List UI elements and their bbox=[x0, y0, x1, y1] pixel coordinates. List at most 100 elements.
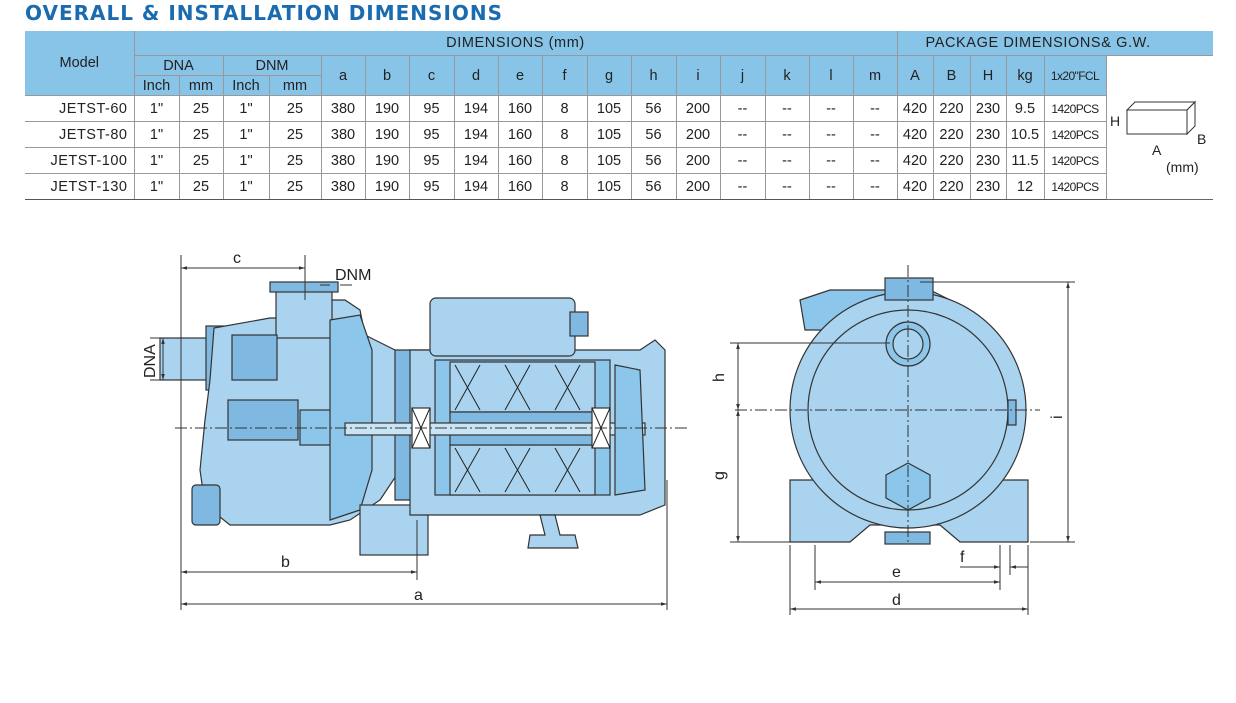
dim-label-e: e bbox=[892, 564, 901, 581]
package-box-diagram: H B A (mm) bbox=[1106, 55, 1213, 200]
pkg-cell: 1420PCS bbox=[1044, 95, 1107, 122]
dna-inch-cell: 1" bbox=[134, 121, 180, 148]
table-row: JETST-60 1" 25 1" 25 380 190 95 194 160 … bbox=[25, 95, 1213, 122]
dnm-mm-cell: 25 bbox=[269, 95, 322, 122]
dim-cell: 190 bbox=[365, 95, 410, 122]
dna-inch-cell: 1" bbox=[134, 147, 180, 174]
dim-cell: -- bbox=[720, 173, 766, 200]
dim-label-f: f bbox=[960, 549, 965, 566]
dim-cell: 160 bbox=[498, 147, 543, 174]
dna-mm-header: mm bbox=[179, 75, 224, 96]
col-e: e bbox=[498, 55, 543, 96]
dim-label-i: i bbox=[1049, 415, 1066, 419]
dim-cell: 56 bbox=[631, 121, 677, 148]
dim-label-dna: DNA bbox=[142, 344, 159, 378]
dnm-header: DNM bbox=[223, 55, 322, 76]
pkg-cell: 1420PCS bbox=[1044, 121, 1107, 148]
table-row: JETST-100 1" 25 1" 25 380 190 95 194 160… bbox=[25, 147, 1213, 174]
pkg-cell: 420 bbox=[897, 95, 934, 122]
dim-cell: 160 bbox=[498, 95, 543, 122]
dim-cell: 200 bbox=[676, 121, 721, 148]
drain-plug bbox=[191, 484, 221, 526]
dim-cell: 56 bbox=[631, 147, 677, 174]
dim-cell: 8 bbox=[542, 173, 588, 200]
dim-cell: -- bbox=[853, 95, 898, 122]
pump-front-view bbox=[789, 277, 1029, 545]
pkg-cell: 11.5 bbox=[1006, 147, 1045, 174]
dim-cell: 194 bbox=[454, 121, 499, 148]
dim-cell: -- bbox=[809, 147, 854, 174]
dna-mm-cell: 25 bbox=[179, 147, 224, 174]
dimensions-header: DIMENSIONS (mm) bbox=[134, 31, 898, 56]
pump-side-view bbox=[159, 281, 666, 556]
dnm-mm-header: mm bbox=[269, 75, 322, 96]
pkg-cell: 1420PCS bbox=[1044, 173, 1107, 200]
col-a: a bbox=[321, 55, 366, 96]
dim-label-dnm: DNM bbox=[335, 267, 371, 284]
box-label-b: B bbox=[1197, 131, 1206, 147]
dnm-inch-cell: 1" bbox=[223, 121, 270, 148]
dnm-mm-cell: 25 bbox=[269, 121, 322, 148]
col-c: c bbox=[409, 55, 455, 96]
model-cell: JETST-100 bbox=[25, 147, 135, 174]
pkg-cell: 230 bbox=[970, 95, 1007, 122]
dim-cell: -- bbox=[853, 173, 898, 200]
dim-cell: 200 bbox=[676, 147, 721, 174]
dna-mm-cell: 25 bbox=[179, 95, 224, 122]
dim-cell: 200 bbox=[676, 95, 721, 122]
dim-cell: -- bbox=[720, 95, 766, 122]
dnm-inch-cell: 1" bbox=[223, 147, 270, 174]
dim-cell: -- bbox=[809, 95, 854, 122]
dnm-mm-cell: 25 bbox=[269, 173, 322, 200]
pkg-cell: 230 bbox=[970, 173, 1007, 200]
dim-label-b: b bbox=[281, 554, 290, 571]
dim-cell: 194 bbox=[454, 173, 499, 200]
dim-cell: 105 bbox=[587, 147, 632, 174]
col-j: j bbox=[720, 55, 766, 96]
dim-cell: 200 bbox=[676, 173, 721, 200]
dim-cell: 194 bbox=[454, 95, 499, 122]
col-g: g bbox=[587, 55, 632, 96]
col-m: m bbox=[853, 55, 898, 96]
model-cell: JETST-60 bbox=[25, 95, 135, 122]
package-box-icon bbox=[1125, 100, 1196, 135]
dim-label-h: h bbox=[711, 373, 728, 382]
dim-cell: -- bbox=[765, 121, 810, 148]
col-pkg-fcl: 1x20"FCL bbox=[1044, 55, 1107, 96]
col-d: d bbox=[454, 55, 499, 96]
col-i: i bbox=[676, 55, 721, 96]
side-view-dimensions bbox=[150, 255, 690, 610]
pkg-cell: 10.5 bbox=[1006, 121, 1045, 148]
dim-cell: 190 bbox=[365, 173, 410, 200]
col-b: b bbox=[365, 55, 410, 96]
dna-inch-cell: 1" bbox=[134, 95, 180, 122]
dim-cell: 56 bbox=[631, 95, 677, 122]
dim-cell: 8 bbox=[542, 147, 588, 174]
table-row: JETST-80 1" 25 1" 25 380 190 95 194 160 … bbox=[25, 121, 1213, 148]
pkg-cell: 1420PCS bbox=[1044, 147, 1107, 174]
dim-cell: -- bbox=[720, 121, 766, 148]
dim-cell: 380 bbox=[321, 95, 366, 122]
front-view-dimensions bbox=[730, 265, 1075, 615]
dna-mm-cell: 25 bbox=[179, 121, 224, 148]
col-pkg-b: B bbox=[933, 55, 971, 96]
pkg-cell: 9.5 bbox=[1006, 95, 1045, 122]
page-title: OVERALL & INSTALLATION DIMENSIONS bbox=[25, 1, 504, 25]
dim-cell: 105 bbox=[587, 173, 632, 200]
dnm-inch-cell: 1" bbox=[223, 95, 270, 122]
dim-cell: -- bbox=[765, 95, 810, 122]
dim-cell: -- bbox=[765, 147, 810, 174]
dim-cell: 8 bbox=[542, 121, 588, 148]
dim-cell: 160 bbox=[498, 121, 543, 148]
dim-label-d: d bbox=[892, 592, 901, 609]
dna-header: DNA bbox=[134, 55, 224, 76]
dim-cell: -- bbox=[809, 121, 854, 148]
dim-cell: 190 bbox=[365, 147, 410, 174]
terminal-box bbox=[429, 297, 576, 357]
pkg-cell: 12 bbox=[1006, 173, 1045, 200]
dnm-mm-cell: 25 bbox=[269, 147, 322, 174]
col-pkg-a: A bbox=[897, 55, 934, 96]
col-pkg-kg: kg bbox=[1006, 55, 1045, 96]
dim-cell: 380 bbox=[321, 147, 366, 174]
dna-inch-header: Inch bbox=[134, 75, 180, 96]
